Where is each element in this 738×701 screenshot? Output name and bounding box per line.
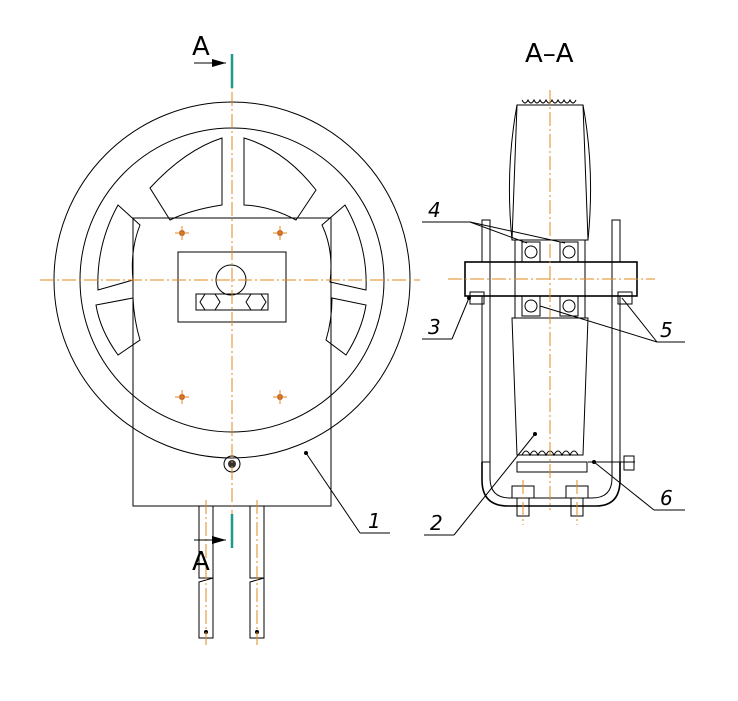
front-view: A A 1: [40, 32, 420, 645]
hex-bolt: [199, 293, 267, 311]
frame-plate-left-top: [481, 219, 491, 263]
callout-5: 5: [660, 318, 673, 342]
callout-3: 3: [428, 315, 441, 339]
callout-2: 2: [430, 511, 443, 535]
callout-4: 4: [428, 198, 441, 222]
frame-plate-right-top: [611, 219, 621, 263]
frame-plate-right: [611, 295, 621, 463]
section-view: A–A: [422, 39, 685, 536]
plate-bolts: [175, 226, 287, 404]
frame-plate-left: [481, 295, 491, 463]
callout-1: 1: [368, 509, 381, 533]
frame-bottom: [481, 462, 621, 507]
section-title: A–A: [525, 39, 574, 69]
leader-1: [305, 452, 361, 534]
spoke-windows: [95, 137, 367, 356]
section-mark-bottom: A: [192, 547, 210, 577]
section-mark-top: A: [192, 32, 210, 62]
callout-6: 6: [660, 486, 673, 510]
